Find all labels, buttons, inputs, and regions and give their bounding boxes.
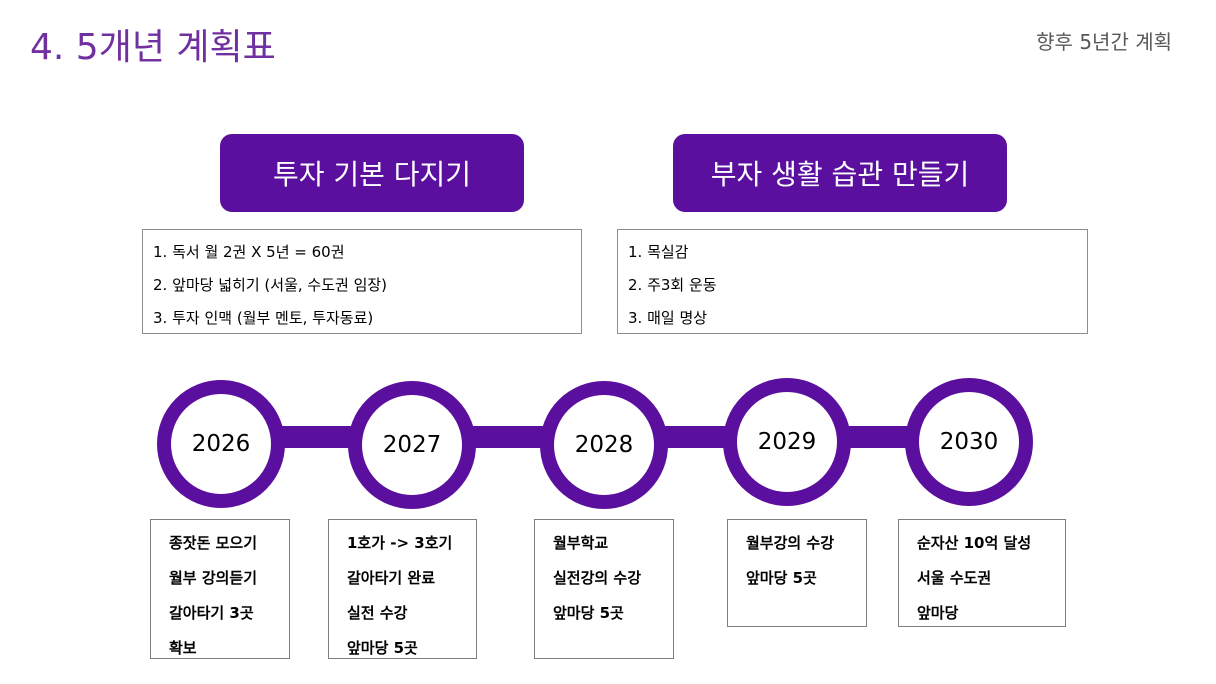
goal-box-2029: 월부강의 수강 앞마당 5곳 xyxy=(727,519,867,627)
year-label: 2026 xyxy=(191,431,251,457)
investment-basics-list: 1. 독서 월 2권 X 5년 = 60권 2. 앞마당 넓히기 (서울, 수도… xyxy=(142,229,582,334)
list-item: 1. 독서 월 2권 X 5년 = 60권 xyxy=(153,243,345,261)
goal-item: 1호가 -> 3호기 xyxy=(347,534,453,552)
goal-item: 월부학교 xyxy=(553,534,609,552)
goal-item: 앞마당 5곳 xyxy=(746,569,817,587)
goal-box-2026: 종잣돈 모으기 월부 강의듣기 갈아타기 3곳 확보 xyxy=(150,519,290,659)
goal-item: 갈아타기 3곳 xyxy=(169,604,254,622)
goal-item: 실전강의 수강 xyxy=(553,569,642,587)
goal-item: 월부강의 수강 xyxy=(746,534,835,552)
goal-box-2030: 순자산 10억 달성 서울 수도권 앞마당 xyxy=(898,519,1066,627)
year-circle-2026: 2026 xyxy=(157,380,285,508)
list-item: 3. 투자 인맥 (월부 멘토, 투자동료) xyxy=(153,309,374,327)
year-circle-2029: 2029 xyxy=(723,378,851,506)
year-circle-2028: 2028 xyxy=(540,381,668,509)
page-title: 4. 5개년 계획표 xyxy=(30,27,276,68)
list-item: 2. 주3회 운동 xyxy=(628,276,717,294)
list-item: 1. 목실감 xyxy=(628,243,689,261)
year-label: 2029 xyxy=(757,429,817,455)
goal-item: 앞마당 5곳 xyxy=(553,604,624,622)
rich-habits-list: 1. 목실감 2. 주3회 운동 3. 매일 명상 xyxy=(617,229,1088,334)
section-header-rich-habits: 부자 생활 습관 만들기 xyxy=(673,134,1007,212)
section-header-investment-basics: 투자 기본 다지기 xyxy=(220,134,524,212)
goal-item: 월부 강의듣기 xyxy=(169,569,258,587)
year-label: 2027 xyxy=(382,432,442,458)
goal-item: 앞마당 xyxy=(917,604,959,622)
page-subtitle: 향후 5년간 계획 xyxy=(1036,30,1172,54)
list-item: 3. 매일 명상 xyxy=(628,309,708,327)
year-label: 2030 xyxy=(939,429,999,455)
goal-box-2027: 1호가 -> 3호기 갈아타기 완료 실전 수강 앞마당 5곳 xyxy=(328,519,477,659)
goal-box-2028: 월부학교 실전강의 수강 앞마당 5곳 xyxy=(534,519,674,659)
goal-item: 서울 수도권 xyxy=(917,569,992,587)
goal-item: 순자산 10억 달성 xyxy=(917,534,1032,552)
goal-item: 확보 xyxy=(169,639,197,657)
goal-item: 종잣돈 모으기 xyxy=(169,534,258,552)
year-circle-2027: 2027 xyxy=(348,381,476,509)
goal-item: 앞마당 5곳 xyxy=(347,639,418,657)
list-item: 2. 앞마당 넓히기 (서울, 수도권 임장) xyxy=(153,276,388,294)
year-label: 2028 xyxy=(574,432,634,458)
goal-item: 실전 수강 xyxy=(347,604,408,622)
goal-item: 갈아타기 완료 xyxy=(347,569,436,587)
year-circle-2030: 2030 xyxy=(905,378,1033,506)
